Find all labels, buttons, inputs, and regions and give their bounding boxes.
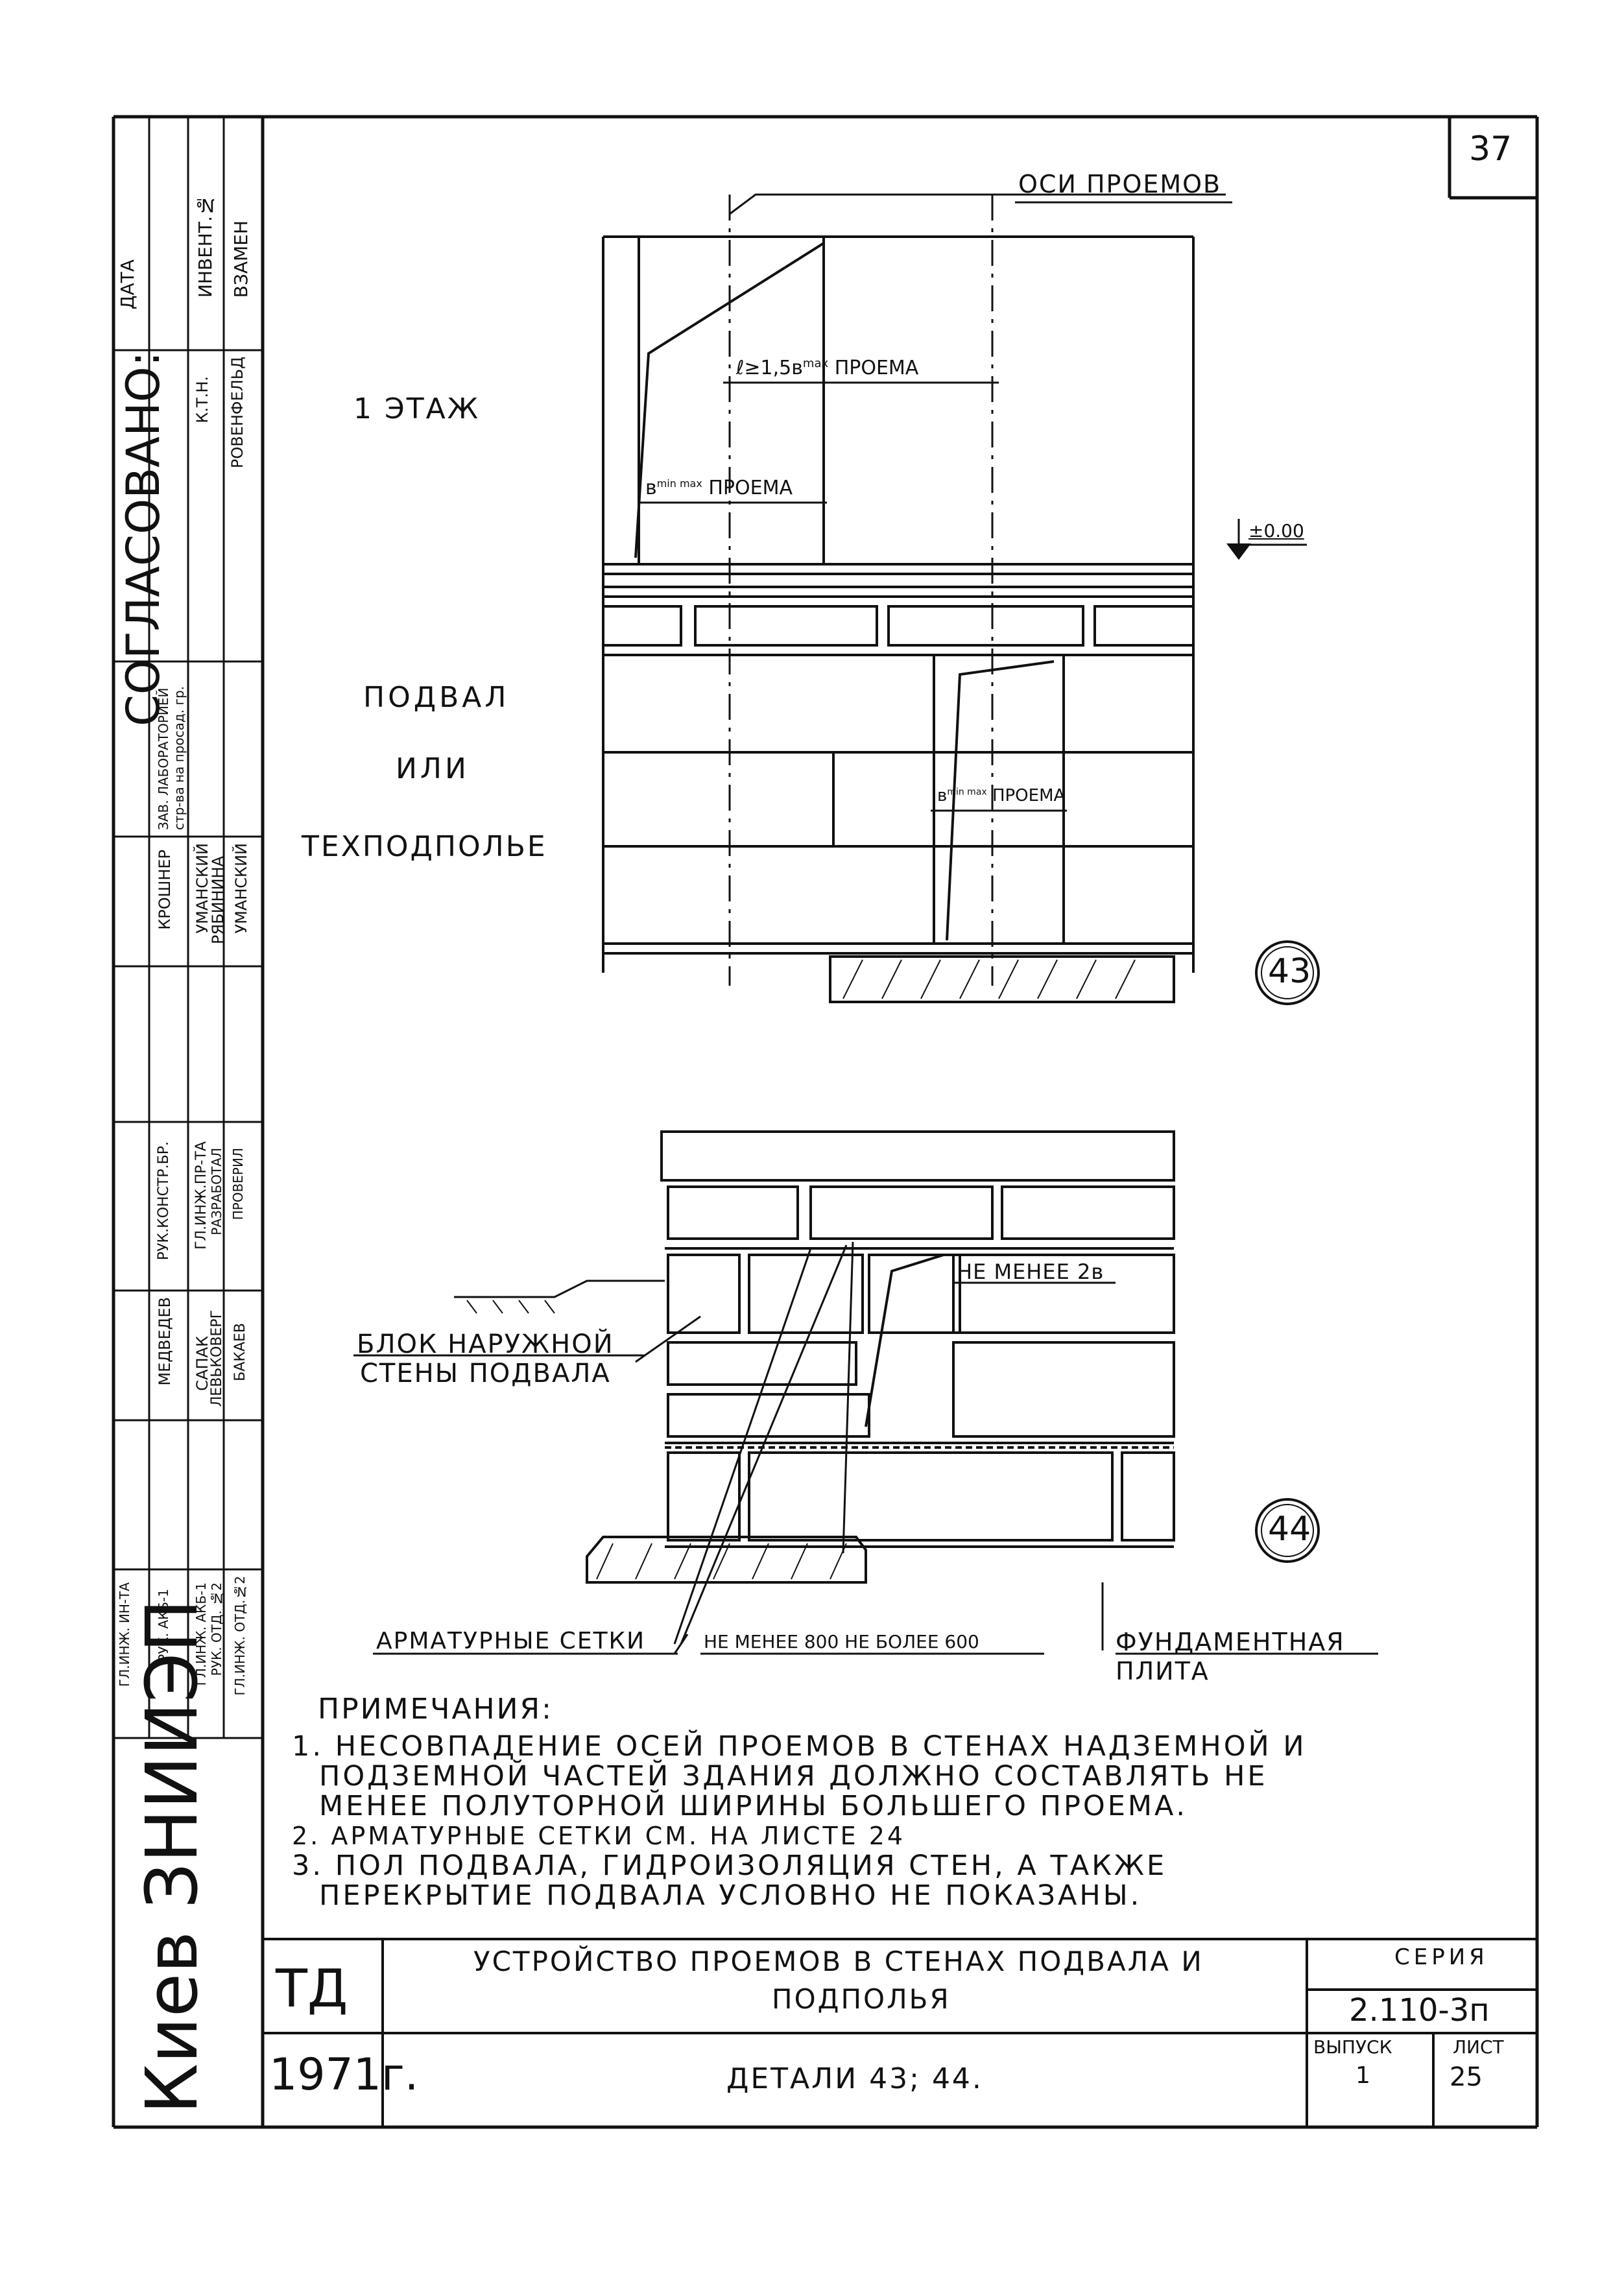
sheet-label: ЛИСТ (1453, 2036, 1504, 2058)
org-name: Киев ЗНИИЭП (130, 1599, 213, 2114)
detail-43-marker: 43 (1268, 952, 1311, 991)
title-year: 1971г. (269, 2049, 419, 2101)
sheet-number: 37 (1469, 130, 1512, 169)
note-line: 2. АРМАТУРНЫЕ СЕТКИ СМ. НА ЛИСТЕ 24 (292, 1822, 906, 1850)
basement-label-3: ТЕХПОДПОЛЬЕ (302, 830, 547, 863)
name-a-0: МЕДВЕДЕВ (156, 1297, 174, 1386)
dim-l-sup: max (802, 357, 829, 370)
basement-label-2: ИЛИ (396, 752, 470, 785)
dim-b-sup: min max (656, 477, 702, 490)
role-b-1: ГЛ.ИНЖ.ПР-ТА (193, 1141, 209, 1250)
title-subtitle: ДЕТАЛИ 43; 44. (726, 2062, 983, 2095)
role-a-1: РУК. АКБ-1 (156, 1589, 171, 1662)
detail-44-marker: 44 (1268, 1510, 1311, 1549)
note-line: ПЕРЕКРЫТИЕ ПОДВАЛА УСЛОВНО НЕ ПОКАЗАНЫ. (319, 1879, 1142, 1912)
series-value: 2.110-3п (1349, 1992, 1490, 2029)
block-label-1: БЛОК НАРУЖНОЙ (357, 1329, 614, 1359)
floor1-label: 1 ЭТАЖ (353, 392, 481, 425)
dim-b-value: в (645, 477, 657, 499)
dim-b2-label: вmin max ПРОЕМА (937, 786, 1065, 805)
mesh-spacing: НЕ МЕНЕЕ 800 НЕ БОЛЕЕ 600 (704, 1631, 979, 1652)
not-less-2b: НЕ МЕНЕЕ 2в (957, 1259, 1105, 1284)
dim-b-text: ПРОЕМА (708, 477, 793, 499)
title-code: ТД (276, 1959, 348, 2019)
lab-label: ЗАВ. ЛАБОРАТОРИЕЙ стр-ва на просад. гр. (156, 685, 187, 830)
replace-label: ВЗАМЕН (230, 220, 252, 298)
dim-l-text: ПРОЕМА (834, 357, 919, 379)
name-a-3: БАКАЕВ (232, 1323, 248, 1381)
dim-b2-text: ПРОЕМА (992, 786, 1066, 805)
inv-label: ИНВЕНТ.№ (195, 195, 216, 298)
level-mark: ±0.00 (1248, 520, 1304, 542)
role-a-0: ГЛ.ИНЖ. ИН-ТА (117, 1582, 132, 1687)
series-label: СЕРИЯ (1394, 1944, 1488, 1970)
role-b-3: ПРОВЕРИЛ (230, 1148, 246, 1220)
note-line: МЕНЕЕ ПОЛУТОРНОЙ ШИРИНЫ БОЛЬШЕГО ПРОЕМА. (319, 1790, 1188, 1822)
dim-b2-sup: min max (947, 787, 987, 798)
role-a-2: ГЛ.ИНЖ. АКБ-1 (193, 1582, 209, 1686)
block-label-2: СТЕНЫ ПОДВАЛА (360, 1359, 611, 1388)
name-a-2: ЛЕВЬКОВЕРГ (209, 1310, 225, 1407)
note-line: 3. ПОЛ ПОДВАЛА, ГИДРОИЗОЛЯЦИЯ СТЕН, А ТА… (292, 1850, 1167, 1882)
role-b-2: РАЗРАБОТАЛ (209, 1148, 224, 1235)
dim-l-label: ℓ≥1,5вmax ПРОЕМА (736, 357, 918, 379)
date-label: ДАТА (117, 259, 138, 310)
foundation-label-1: ФУНДАМЕНТНАЯ (1116, 1628, 1345, 1656)
name-b-0: КРОШНЕР (156, 850, 174, 930)
role-a-3: РУК. ОТД. №2 (209, 1582, 224, 1676)
title-line-1: УСТРОЙСТВО ПРОЕМОВ В СТЕНАХ ПОДВАЛА И (473, 1946, 1204, 1977)
note-line: 1. НЕСОВПАДЕНИЕ ОСЕЙ ПРОЕМОВ В СТЕНАХ НА… (292, 1730, 1307, 1763)
note-line: ПОДЗЕМНОЙ ЧАСТЕЙ ЗДАНИЯ ДОЛЖНО СОСТАВЛЯТ… (319, 1760, 1268, 1792)
issue-value: 1 (1355, 2062, 1370, 2089)
notes-list: 1. НЕСОВПАДЕНИЕ ОСЕЙ ПРОЕМОВ В СТЕНАХ НА… (292, 1732, 1307, 1911)
dim-b-label: вmin max ПРОЕМА (645, 477, 793, 499)
role-a-4: ГЛ.ИНЖ. ОТД.№2 (232, 1576, 248, 1696)
dim-b2-value: в (937, 786, 948, 805)
mesh-label: АРМАТУРНЫЕ СЕТКИ (376, 1628, 646, 1654)
axes-label: ОСИ ПРОЕМОВ (1018, 170, 1222, 198)
kin-label: К.Т.Н. (193, 376, 211, 423)
dim-l-value: ℓ≥1,5в (736, 357, 803, 379)
name-b-3: УМАНСКИЙ (232, 843, 250, 934)
basement-label-1: ПОДВАЛ (363, 681, 510, 714)
kin-name: РОВЕНФЕЛЬД (228, 357, 246, 469)
role-b-0: РУК.КОНСТР.БР. (156, 1141, 172, 1261)
sheet-value: 25 (1450, 2062, 1483, 2092)
foundation-label-2: ПЛИТА (1116, 1657, 1210, 1685)
title-line-2: ПОДПОЛЬЯ (772, 1983, 951, 2015)
name-b-2: РЯБИНИНА (209, 856, 227, 945)
issue-label: ВЫПУСК (1313, 2036, 1392, 2058)
notes-heading: ПРИМЕЧАНИЯ: (318, 1693, 553, 1726)
